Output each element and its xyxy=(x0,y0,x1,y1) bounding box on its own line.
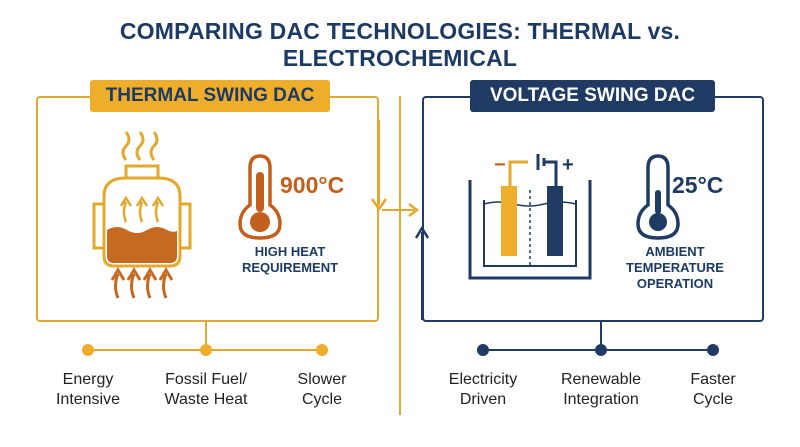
voltage-temperature: 25°C xyxy=(672,172,724,198)
page-title: COMPARING DAC TECHNOLOGIES: THERMAL vs. … xyxy=(119,18,681,71)
thermal-requirement-line2: REQUIREMENT xyxy=(241,260,339,275)
thermal-flow-arrowhead xyxy=(370,198,388,212)
negative-terminal-label: − xyxy=(494,154,506,176)
voltage-feature-dot-1 xyxy=(477,344,489,356)
voltage-requirement-line2: TEMPERATURE xyxy=(626,260,724,275)
thermal-requirement: HIGH HEAT REQUIREMENT xyxy=(230,244,350,276)
thermal-swing-tag: THERMAL SWING DAC xyxy=(90,80,330,112)
feature-line: Electricity xyxy=(448,371,518,388)
voltage-feature-2: Renewable Integration xyxy=(541,370,661,410)
thermal-temperature: 900°C xyxy=(280,172,345,198)
feature-line: Energy xyxy=(62,371,114,388)
voltage-feature-dot-3 xyxy=(707,344,719,356)
voltage-feature-dot-2 xyxy=(595,344,607,356)
thermometer-ambient-icon xyxy=(636,154,680,240)
thermal-feature-2: Fossil Fuel/ Waste Heat xyxy=(146,370,266,410)
feature-line: Renewable xyxy=(560,371,642,388)
feature-line: Cycle xyxy=(692,391,733,408)
thermometer-hot-icon xyxy=(238,154,282,240)
feature-line: Fossil Fuel/ xyxy=(165,371,247,388)
voltage-requirement-line3: OPERATION xyxy=(636,276,714,291)
feature-line: Faster xyxy=(690,371,736,388)
voltage-requirement-line1: AMBIENT xyxy=(645,244,705,259)
thermal-feature-dot-2 xyxy=(200,344,212,356)
voltage-swing-tag: VOLTAGE SWING DAC xyxy=(470,80,715,112)
voltage-requirement: AMBIENT TEMPERATURE OPERATION xyxy=(605,244,745,292)
center-connector-arrowhead xyxy=(408,203,420,217)
feature-line: Waste Heat xyxy=(164,391,248,408)
voltage-feature-3: Faster Cycle xyxy=(653,370,773,410)
thermal-feature-3: Slower Cycle xyxy=(262,370,382,410)
feature-line: Slower xyxy=(297,371,347,388)
voltage-flow-arrowhead xyxy=(414,225,430,239)
thermal-feature-1: Energy Intensive xyxy=(28,370,148,410)
feature-line: Driven xyxy=(459,391,507,408)
electrochemical-cell-icon xyxy=(468,154,592,280)
feature-line: Cycle xyxy=(301,391,342,408)
thermal-feature-dot-1 xyxy=(82,344,94,356)
positive-terminal-label: + xyxy=(562,154,574,176)
feature-line: Integration xyxy=(563,391,639,408)
reactor-icon xyxy=(92,131,192,299)
thermal-requirement-line1: HIGH HEAT xyxy=(254,244,326,259)
feature-line: Intensive xyxy=(55,391,121,408)
voltage-feature-1: Electricity Driven xyxy=(423,370,543,410)
thermal-feature-dot-3 xyxy=(316,344,328,356)
